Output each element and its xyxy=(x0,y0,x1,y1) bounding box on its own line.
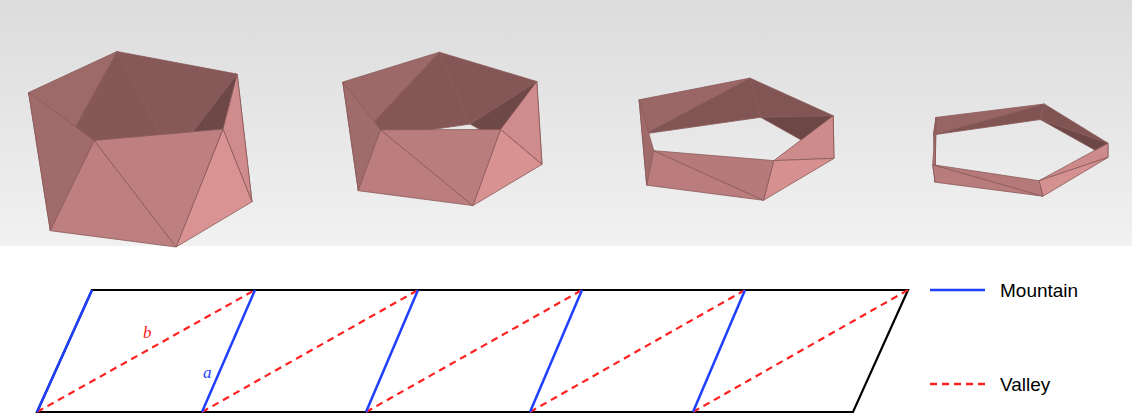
crease-pattern xyxy=(37,290,908,412)
panel-face xyxy=(934,104,1045,135)
panel-face xyxy=(381,130,501,206)
panel-face xyxy=(639,78,750,134)
panel-face xyxy=(764,158,835,200)
valley-crease xyxy=(530,290,745,412)
mountain-crease xyxy=(693,290,745,412)
legend-text: Valley xyxy=(1000,375,1050,394)
panel-face xyxy=(654,151,774,201)
strip-outline xyxy=(37,290,908,412)
panel-face xyxy=(933,165,1043,197)
mountain-crease xyxy=(530,290,582,412)
render-background xyxy=(0,0,1132,246)
crease-label: a xyxy=(203,364,212,381)
mountain-crease xyxy=(37,290,92,412)
valley-crease xyxy=(366,290,582,412)
legend-samples xyxy=(930,290,985,384)
mountain-crease xyxy=(202,290,255,412)
panel-face xyxy=(774,116,834,161)
panel-face xyxy=(750,78,833,117)
valley-crease xyxy=(693,290,908,412)
panel-face xyxy=(1039,157,1108,196)
folded-models xyxy=(29,52,1108,248)
crease-label: b xyxy=(143,324,152,341)
panel-face xyxy=(934,104,1045,135)
valley-crease xyxy=(37,290,255,412)
mountain-sample xyxy=(930,289,985,292)
valley-sample xyxy=(930,383,985,386)
panel-face xyxy=(94,129,223,247)
panel-face xyxy=(933,165,1043,197)
valley-crease xyxy=(202,290,418,412)
legend-text: Mountain xyxy=(1000,281,1078,300)
mountain-crease xyxy=(366,290,418,412)
